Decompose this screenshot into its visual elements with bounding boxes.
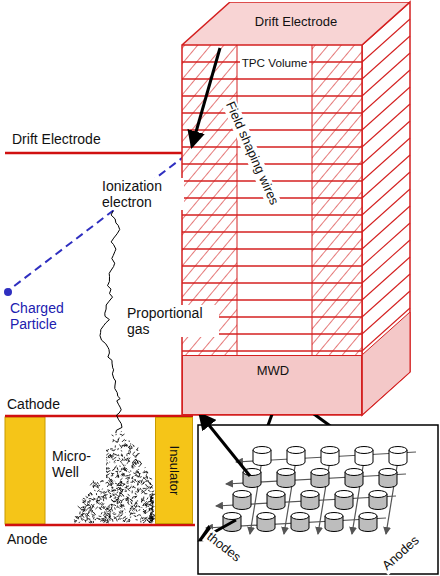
well-opening (355, 447, 373, 454)
well-opening (287, 447, 305, 454)
well-opening (301, 491, 319, 498)
field-wire (362, 308, 410, 351)
field-wire (362, 291, 410, 334)
drift-electrode-plate (5, 152, 186, 155)
field-wire (362, 155, 410, 198)
part-label: Anode (5, 531, 49, 547)
field-shaping-wires (182, 19, 410, 351)
field-wire-hatch (312, 45, 362, 355)
well-opening (321, 447, 339, 454)
node-label: MWD (257, 364, 290, 379)
part-label: Ionization electron (100, 178, 184, 210)
field-wire (182, 265, 362, 266)
node-label: Drift Electrode (255, 15, 337, 30)
field-wire (182, 350, 362, 351)
insulator-block (5, 417, 45, 524)
face-outline (182, 2, 410, 45)
part-label: Charged Particle (8, 300, 90, 332)
field-wire (182, 231, 362, 232)
part-label: Cathode (5, 396, 62, 412)
tpc-edge (237, 45, 238, 355)
field-wire (182, 163, 362, 164)
well-opening (359, 513, 377, 520)
field-wire (362, 240, 410, 283)
well-opening (335, 491, 353, 498)
well-opening (267, 491, 285, 498)
mwd-region: MWD (182, 355, 362, 415)
particle-track (9, 155, 186, 290)
field-wire (362, 138, 410, 181)
field-wire (362, 257, 410, 300)
field-wire (182, 248, 362, 249)
drift-electrode-face: Drift Electrode (182, 2, 410, 45)
part-label: Proportional gas (125, 305, 219, 337)
field-wire (362, 104, 410, 147)
field-wire (182, 146, 362, 147)
tpc-edge (312, 45, 313, 355)
field-wire (362, 36, 410, 79)
box-front-face (182, 45, 362, 415)
part-label: Micro-Well (50, 448, 106, 480)
field-wire (362, 121, 410, 164)
well-opening (291, 513, 309, 520)
well-opening (233, 491, 251, 498)
well-opening (311, 469, 329, 476)
field-wire (182, 282, 362, 283)
well-opening (325, 513, 343, 520)
field-wire (182, 112, 362, 113)
field-wire (362, 274, 410, 317)
zoom-arrow (200, 414, 250, 476)
well-opening (369, 491, 387, 498)
zoom-arrow (192, 48, 220, 146)
node-label: TPC Volume (240, 56, 310, 69)
well-opening (379, 469, 397, 476)
field-wire (182, 214, 362, 215)
insulator-block: Insulator (155, 417, 193, 524)
well-opening (223, 513, 241, 520)
well-opening (257, 513, 275, 520)
field-wire (362, 223, 410, 266)
inset-frame (198, 425, 438, 574)
well-opening (253, 447, 271, 454)
charged-particle (4, 288, 12, 296)
well-opening (389, 447, 407, 454)
field-wire (182, 95, 362, 96)
field-wire (182, 129, 362, 130)
field-wire (182, 78, 362, 79)
box-side-face (362, 2, 410, 415)
anode-plate (5, 524, 195, 527)
field-wire (362, 172, 410, 215)
well-opening (277, 469, 295, 476)
field-wire (362, 189, 410, 232)
well-opening (345, 469, 363, 476)
field-wire (362, 87, 410, 130)
field-wire (362, 70, 410, 113)
node-label: Insulator (167, 446, 182, 496)
part-label: Drift Electrode (10, 131, 103, 147)
ionization-track (100, 211, 122, 433)
field-wire (182, 299, 362, 300)
field-wire (362, 206, 410, 249)
field-wire (362, 53, 410, 96)
